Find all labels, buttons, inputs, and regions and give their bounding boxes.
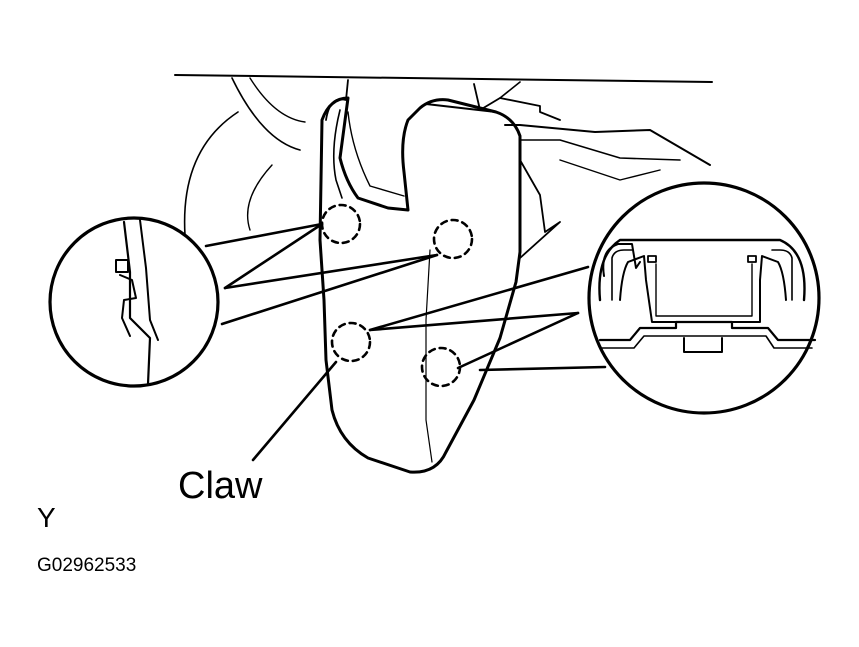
claw-location-marker	[432, 218, 474, 260]
left-magnified-view	[48, 216, 220, 388]
right-magnified-view	[587, 181, 821, 415]
bracket-part	[318, 96, 522, 474]
view-label: Y	[37, 502, 56, 533]
claw-location-marker	[420, 346, 462, 388]
claw-label: Claw	[178, 465, 263, 507]
claw-label-leader	[251, 360, 338, 462]
claw-location-marker	[320, 203, 362, 245]
claw-location-marker	[330, 321, 372, 363]
right-callout-leaders	[368, 265, 607, 372]
left-callout-leaders	[204, 222, 439, 326]
figure-code: G02962533	[37, 555, 136, 576]
